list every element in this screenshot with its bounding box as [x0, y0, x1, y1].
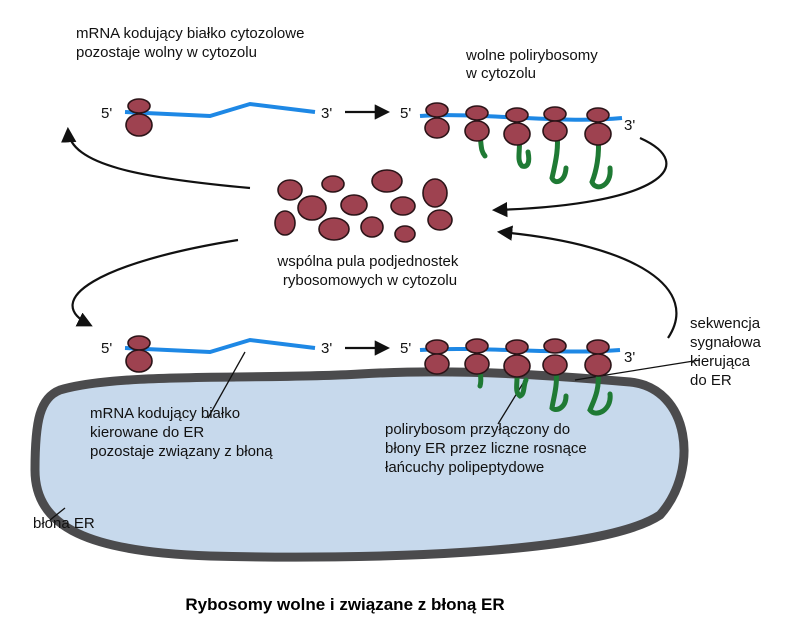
- ribosomal-subunit: [394, 225, 416, 243]
- ribosomal-subunit: [274, 210, 296, 236]
- label-er-membrane: błona ER: [33, 515, 95, 532]
- label-er-mrna: mRNA kodujący białko kierowane do ER poz…: [90, 405, 273, 460]
- three-prime-label: 3': [321, 105, 332, 122]
- cycle-arrow-pool-to-er: [71, 238, 239, 327]
- cycle-arrow-pool-to-free: [61, 126, 251, 190]
- label-free-polysomes: wolne polirybosomy w cytozolu: [465, 47, 602, 82]
- pointer-membrane: [49, 507, 66, 521]
- ribosomal-subunit: [427, 209, 453, 231]
- ribosome: [464, 338, 490, 375]
- polypeptide-chain: [549, 127, 569, 185]
- mrna-free-single: [124, 101, 316, 119]
- ribosome: [125, 335, 153, 373]
- ribosomal-subunit: [321, 175, 345, 193]
- pointer-er-polysome: [497, 379, 526, 425]
- polypeptide-chain: [589, 133, 613, 190]
- cycle-arrow-free-to-pool: [491, 136, 668, 218]
- mrna-er-single: [124, 337, 316, 355]
- figure-caption: Rybosomy wolne i związane z błoną ER: [185, 595, 504, 614]
- five-prime-label: 5': [101, 340, 112, 357]
- polypeptide-chain: [516, 133, 532, 169]
- three-prime-label: 3': [624, 349, 635, 366]
- ribosome: [424, 339, 450, 375]
- polypeptide-chain: [587, 367, 613, 416]
- polypeptide-chain: [514, 367, 529, 399]
- ribosomal-subunit: [318, 217, 350, 241]
- ribosomal-subunit: [371, 169, 403, 193]
- ribosomal-subunit: [297, 195, 327, 221]
- label-er-polysome: polirybosom przyłączony do błony ER prze…: [385, 421, 591, 476]
- ribosomal-subunit: [360, 216, 384, 238]
- ribosome: [542, 106, 568, 142]
- five-prime-label: 5': [400, 105, 411, 122]
- label-signal-sequence: sekwencja sygnałowa kierująca do ER: [690, 315, 765, 389]
- label-cytosolic-mrna: mRNA kodujący białko cytozolowe pozostaj…: [76, 25, 309, 61]
- ribosome: [503, 339, 531, 378]
- ribosome: [503, 107, 531, 146]
- ribosomal-subunit: [340, 194, 368, 216]
- three-prime-label: 3': [321, 340, 332, 357]
- ribosome: [464, 105, 490, 142]
- ribosomal-subunit-pool: [274, 169, 453, 243]
- five-prime-label: 5': [400, 340, 411, 357]
- ribosome: [424, 102, 450, 139]
- ribosomal-subunit: [277, 179, 303, 201]
- er-membrane: [30, 367, 689, 562]
- pointer-er-mrna: [207, 351, 246, 419]
- ribosome: [125, 98, 153, 137]
- three-prime-label: 3': [624, 117, 635, 134]
- label-subunit-pool: wspólna pula podjednostek rybosomowych w…: [276, 253, 462, 289]
- ribosomal-subunit: [390, 196, 416, 216]
- ribosome: [542, 338, 568, 376]
- five-prime-label: 5': [101, 105, 112, 122]
- polypeptide-chain: [549, 367, 569, 412]
- cycle-arrow-er-to-pool: [496, 225, 678, 339]
- ribosomal-subunit: [422, 178, 448, 208]
- ribosome: [584, 339, 612, 377]
- ribosome: [584, 107, 612, 146]
